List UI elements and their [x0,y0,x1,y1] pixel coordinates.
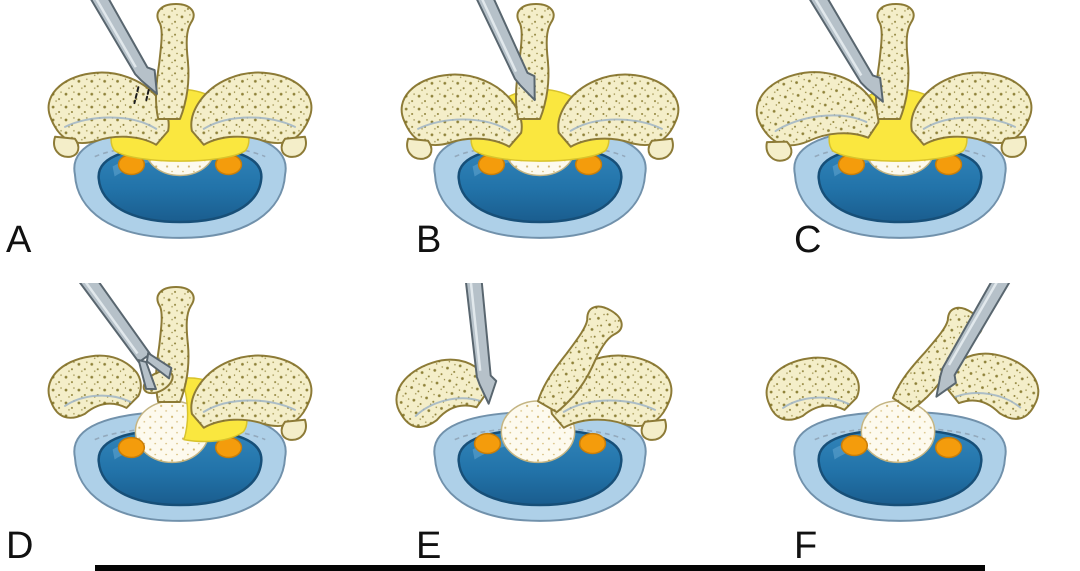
panel-d-illustration [7,282,360,522]
left-lamina-remnant [47,354,142,419]
panel-label-e: E [416,525,442,565]
panel-label-a: A [6,218,32,261]
dural-sac [860,399,936,463]
epidural-fat-right [934,436,963,458]
panel-b-illustration [400,0,720,240]
panel-a-illustration [31,0,360,240]
epidural-fat-left [117,436,146,458]
panel-a: A [0,0,360,283]
left-lamina-remnant [765,356,860,421]
epidural-fat-left [473,432,502,454]
panel-c: C [720,0,1080,283]
panel-f: F [720,282,1080,565]
panel-label-d: D [6,525,34,565]
panel-f-illustration [765,282,1062,522]
cut-mark [133,86,140,105]
panel-b: B [360,0,720,283]
epidural-fat-left [840,434,869,456]
panel-label-c: C [794,218,822,261]
bottom-bar [95,565,985,571]
epidural-fat-right [578,432,607,454]
panel-e-illustration [389,282,720,522]
panel-label-f: F [794,525,818,565]
panel-e: E [360,282,720,565]
panel-label-b: B [416,218,442,261]
panel-d: D [0,282,360,565]
panel-c-illustration [751,0,1080,240]
